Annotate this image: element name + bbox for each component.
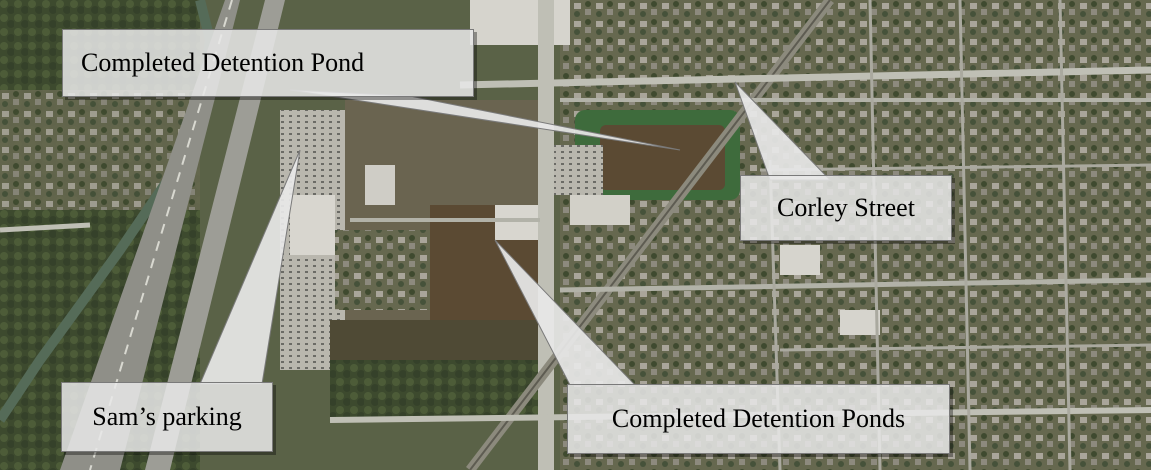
callout-completed-detention-pond: Completed Detention Pond (62, 29, 474, 97)
building-d (780, 245, 820, 275)
building-b (495, 205, 540, 240)
road-west-spur (0, 222, 91, 233)
grid-h2 (779, 343, 1151, 352)
highway-frontage (145, 0, 285, 470)
grid-v2 (958, 0, 972, 470)
building-a (365, 165, 395, 205)
grid-h1 (759, 163, 1151, 172)
highway (60, 0, 240, 470)
building-e (840, 310, 880, 335)
lower-woods (330, 320, 550, 360)
road-north (459, 66, 1151, 89)
store-north (470, 0, 570, 45)
callout-completed-detention-ponds: Completed Detention Ponds (567, 384, 950, 454)
sams-building (290, 195, 335, 255)
callout-sams-parking: Sam’s parking (61, 382, 273, 452)
road-mid (559, 277, 1151, 293)
lot-east (548, 145, 603, 195)
complex-east (670, 295, 765, 350)
building-c (570, 195, 630, 225)
callout-corley-street: Corley Street (740, 175, 952, 241)
grid-v3 (1058, 0, 1072, 470)
road-main-ns (538, 0, 554, 470)
